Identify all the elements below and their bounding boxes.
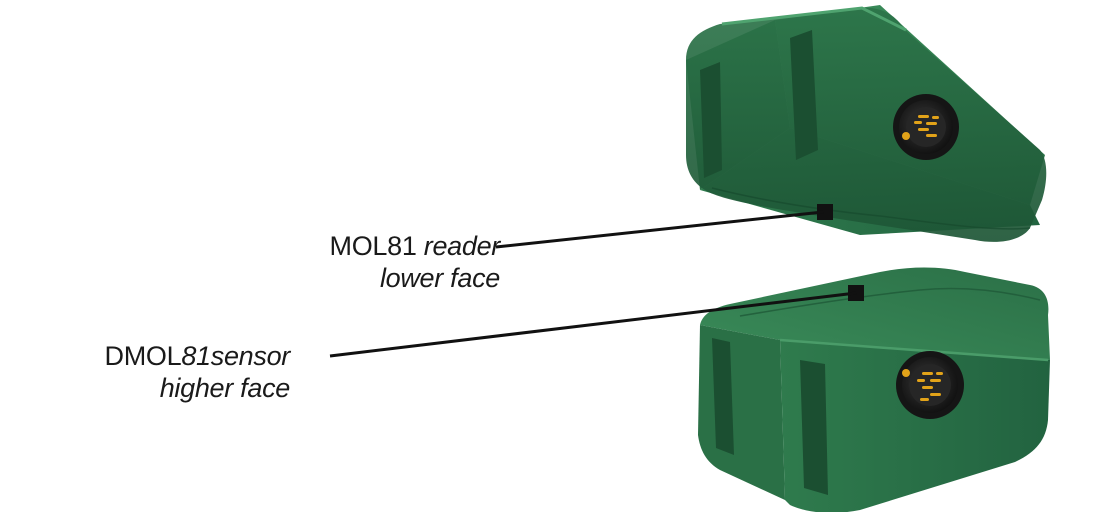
reader-groove-left: [700, 62, 722, 178]
reader-face: lower face: [379, 263, 500, 293]
sensor-side-face: [780, 340, 1050, 512]
reader-edge-highlight: [721, 6, 907, 32]
dmol81-sensor-housing: [698, 267, 1050, 512]
sensor-seam: [739, 287, 1041, 317]
reader-name: MOL81: [329, 231, 417, 261]
sensor-groove-right: [800, 360, 828, 495]
reader-role: reader: [423, 231, 501, 261]
sensor-face: higher face: [159, 373, 291, 403]
reader-label: MOL81 reader lower face: [275, 230, 501, 294]
reader-label-line1: MOL81 reader: [275, 230, 501, 262]
mol81-reader-housing: [686, 5, 1047, 242]
reader-marker: [817, 204, 833, 220]
sensor-top-face: [700, 267, 1050, 360]
reader-seam: [711, 187, 1031, 230]
sensor-groove-left: [712, 338, 734, 455]
reader-connector: [893, 94, 959, 160]
sensor-label-line1: DMOL81sensor: [75, 340, 291, 372]
sensor-name: DMOL: [104, 341, 182, 371]
sensor-end-face: [698, 325, 785, 500]
sensor-model-suffix: 81sensor: [181, 341, 290, 371]
sensor-leader-line: [329, 291, 857, 358]
reader-body: [686, 7, 1047, 242]
reader-leader-line: [495, 210, 824, 249]
sensor-connector: [896, 351, 964, 419]
reader-groove-right: [790, 30, 818, 160]
sensor-edge-highlight: [779, 338, 1049, 362]
sensor-label: DMOL81sensor higher face: [75, 340, 291, 404]
